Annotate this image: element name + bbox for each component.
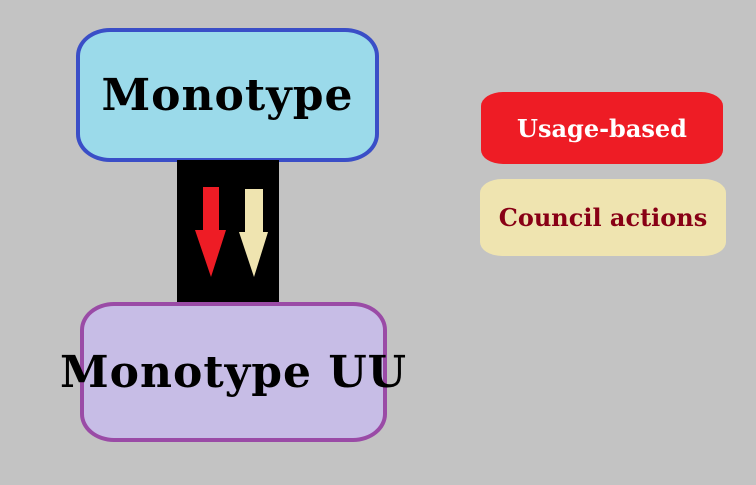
connector-arrows xyxy=(195,187,268,277)
legend-council-actions: Council actions xyxy=(480,179,726,256)
node-monotype-uu: Monotype UU xyxy=(60,302,406,442)
legend-council-actions-label: Council actions xyxy=(498,203,708,232)
legend-usage-based-label: Usage-based xyxy=(517,113,687,143)
node-monotype: Monotype xyxy=(76,28,379,162)
arrow-usage-based xyxy=(195,187,226,277)
arrow-council-actions xyxy=(239,189,268,277)
node-monotype-label: Monotype xyxy=(101,69,354,121)
connector-bar xyxy=(177,160,279,304)
legend-usage-based: Usage-based xyxy=(481,92,723,164)
node-monotype-uu-label: Monotype UU xyxy=(59,346,408,398)
